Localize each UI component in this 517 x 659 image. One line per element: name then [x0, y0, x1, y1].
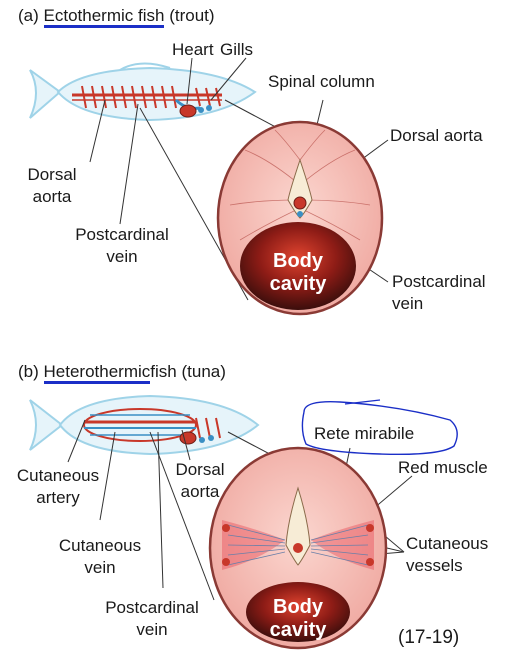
tuna-cross-section	[210, 448, 386, 648]
label-cutaneous-vessels-1: Cutaneous	[406, 534, 488, 554]
figure-number: (17-19)	[398, 628, 459, 648]
label-body-cavity-b-2: cavity	[258, 619, 338, 641]
panel-a-subtitle: (trout)	[169, 6, 214, 25]
label-dorsal-aorta-b-2: aorta	[168, 482, 232, 502]
label-dorsal-aorta-left-2: aorta	[22, 187, 82, 207]
panel-b-heading: (b) Heterothermicfish (tuna)	[18, 362, 226, 382]
label-dorsal-aorta-right: Dorsal aorta	[390, 126, 483, 146]
label-dorsal-aorta-left-1: Dorsal	[22, 165, 82, 185]
panel-b-title: Heterothermic	[44, 362, 151, 384]
label-postcardinal-left-2: vein	[62, 247, 182, 267]
panel-a-title: Ectothermic fish	[44, 6, 165, 28]
panel-b-letter: (b)	[18, 362, 39, 381]
label-postcardinal-b-2: vein	[92, 620, 212, 640]
label-red-muscle: Red muscle	[398, 458, 488, 478]
panel-a-letter: (a)	[18, 6, 39, 25]
label-postcardinal-left-1: Postcardinal	[62, 225, 182, 245]
panel-b-subtitle: (tuna)	[181, 362, 225, 381]
label-postcardinal-right-2: vein	[392, 294, 423, 314]
panel-a-heading: (a) Ectothermic fish (trout)	[18, 6, 215, 26]
label-dorsal-aorta-b-1: Dorsal	[168, 460, 232, 480]
label-cutaneous-vessels-2: vessels	[406, 556, 463, 576]
label-body-cavity-b-1: Body	[258, 596, 338, 618]
tuna-fish-outline	[30, 396, 258, 454]
panel-b-title-rest: fish	[150, 362, 176, 381]
label-gills: Gills	[220, 40, 253, 60]
label-heart: Heart	[172, 40, 214, 60]
label-rete-mirabile: Rete mirabile	[314, 424, 414, 444]
label-body-cavity-a-2: cavity	[258, 273, 338, 295]
label-cutaneous-artery-2: artery	[10, 488, 106, 508]
label-spinal-column: Spinal column	[268, 72, 375, 92]
label-cutaneous-vein-2: vein	[52, 558, 148, 578]
label-postcardinal-right-1: Postcardinal	[392, 272, 486, 292]
label-cutaneous-vein-1: Cutaneous	[52, 536, 148, 556]
label-cutaneous-artery-1: Cutaneous	[10, 466, 106, 486]
label-body-cavity-a-1: Body	[258, 250, 338, 272]
label-postcardinal-b-1: Postcardinal	[92, 598, 212, 618]
